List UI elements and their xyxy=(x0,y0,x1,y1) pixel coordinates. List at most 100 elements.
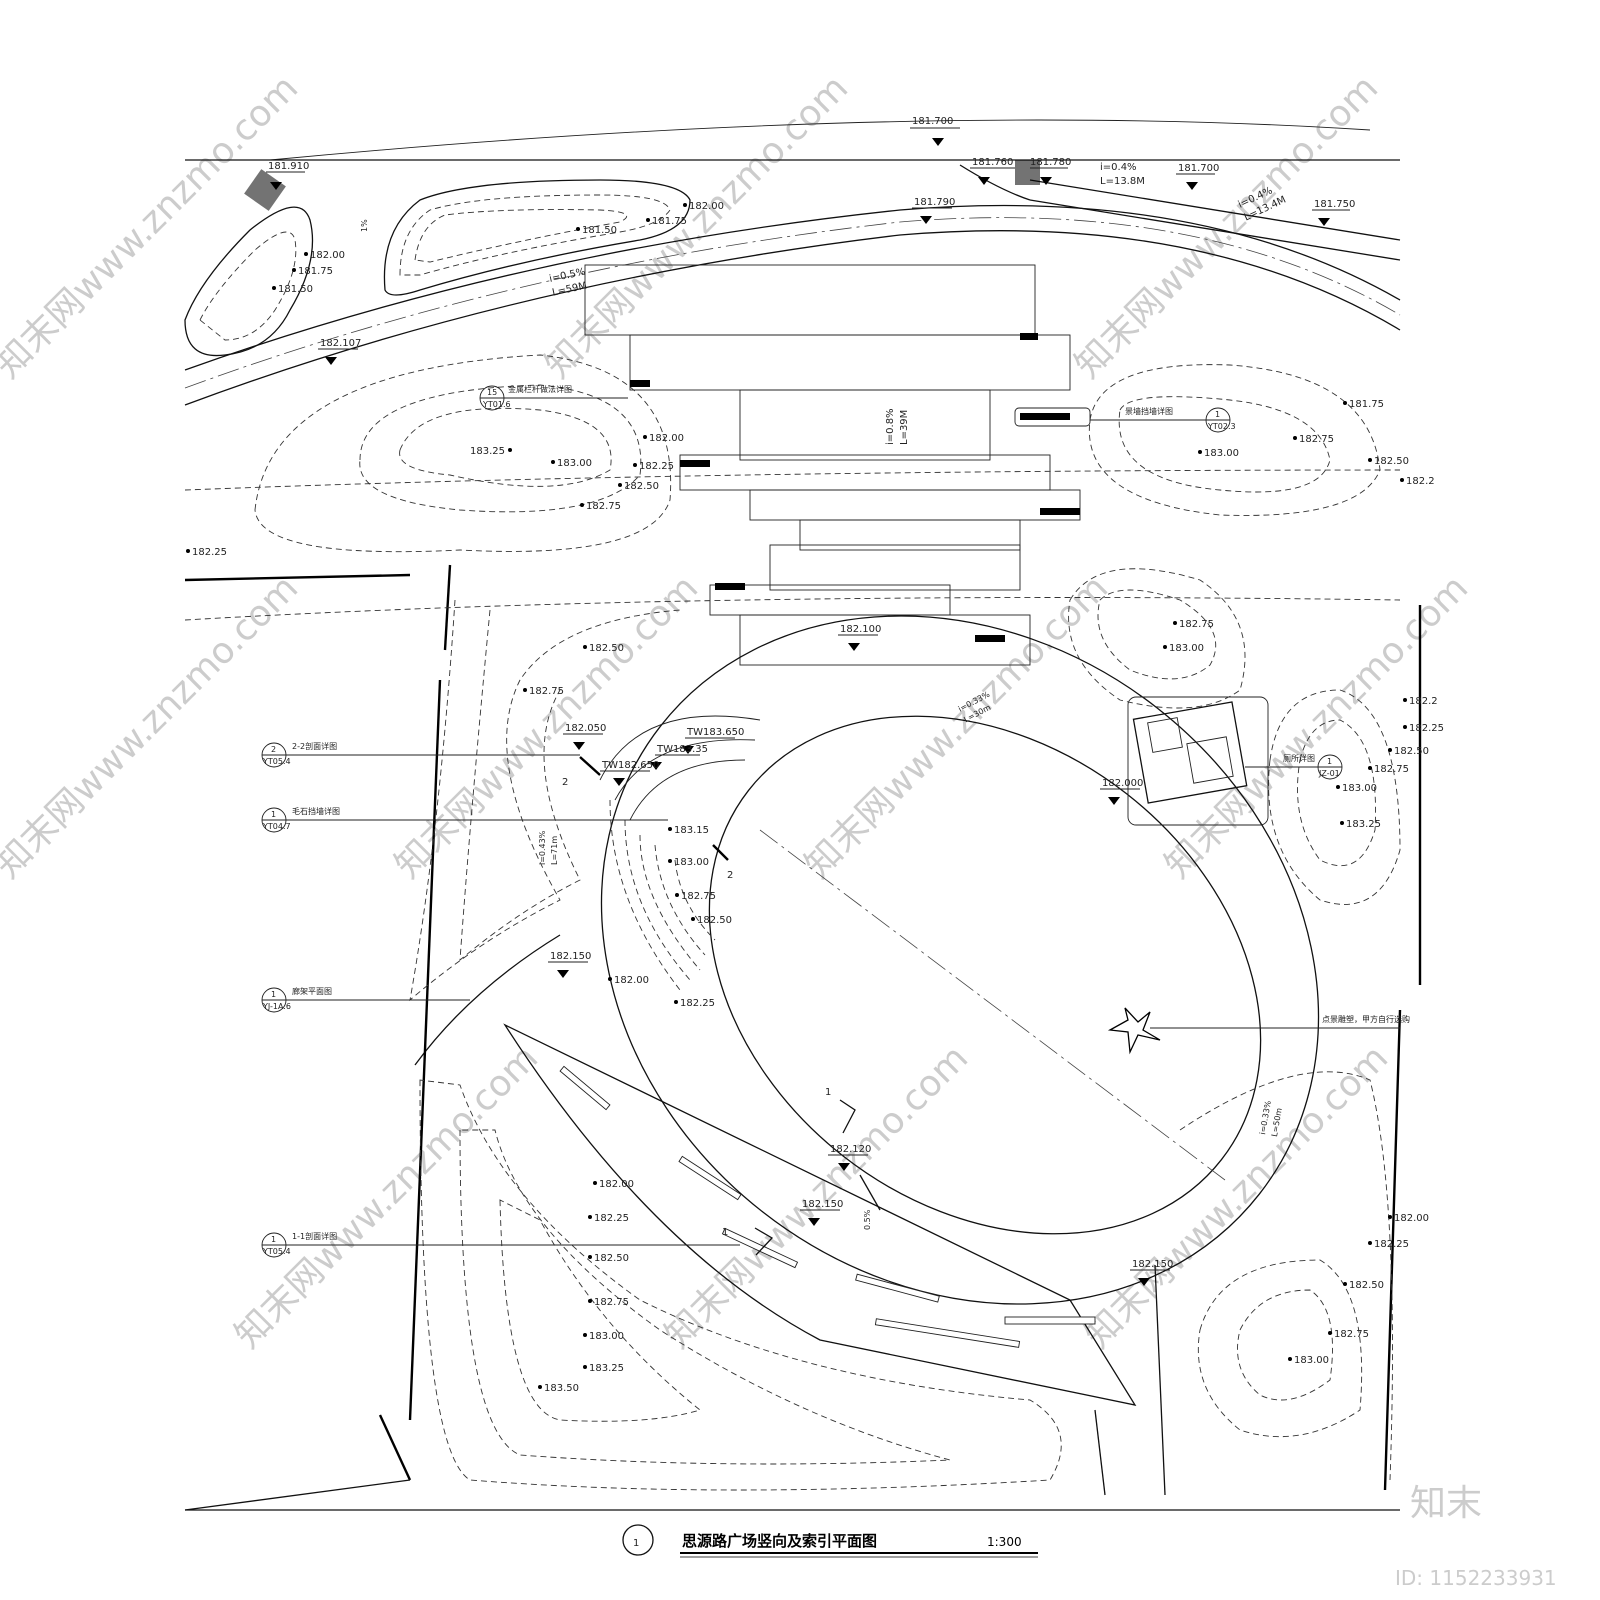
svg-text:景墙挡墙详图: 景墙挡墙详图 xyxy=(1125,406,1173,416)
svg-text:182.75: 182.75 xyxy=(529,686,564,697)
spot-182-75-d: 182.75 xyxy=(1173,619,1214,630)
svg-text:1-1剖面详图: 1-1剖面详图 xyxy=(292,1231,337,1241)
svg-text:2-2剖面详图: 2-2剖面详图 xyxy=(292,741,337,751)
callout-right-1: 1 YT02.3 景墙挡墙详图 xyxy=(1090,406,1236,433)
callout-sculpture: 点景雕塑，甲方自行选购 xyxy=(1150,1014,1410,1029)
elev-181780: 181.780 xyxy=(1030,157,1071,185)
svg-text:182.150: 182.150 xyxy=(1132,1259,1173,1270)
svg-text:182.00: 182.00 xyxy=(1394,1213,1429,1224)
svg-text:182.75: 182.75 xyxy=(594,1297,629,1308)
svg-text:182.25: 182.25 xyxy=(680,998,715,1009)
svg-text:182.00: 182.00 xyxy=(599,1179,634,1190)
svg-text:厕所详图: 厕所详图 xyxy=(1283,753,1315,763)
spot-182-75-e: 182.75 xyxy=(1368,764,1409,775)
sculpture-icon xyxy=(1107,1007,1161,1055)
svg-text:181.700: 181.700 xyxy=(1178,163,1219,174)
svg-text:182.00: 182.00 xyxy=(689,201,724,212)
top-of-wall-labels: TW183.650 TW183.35 TW182.650 xyxy=(600,727,744,786)
callout-toilet: 1 JZ-01 厕所详图 xyxy=(1245,753,1343,780)
svg-text:183.00: 183.00 xyxy=(1342,783,1377,794)
spot-183-00-a: 183.00 xyxy=(551,458,592,469)
elev-182120: 182.120 xyxy=(828,1144,871,1171)
spot-182-50-e: 182.50 xyxy=(691,915,732,926)
spot-181-75-b: 181.75 xyxy=(646,216,687,227)
callout-1-1: 1 YT05.4 1-1剖面详图 xyxy=(261,1231,740,1258)
svg-text:182.50: 182.50 xyxy=(589,643,624,654)
spot-182-00-f: 182.00 xyxy=(1388,1213,1429,1224)
svg-text:L=13.8M: L=13.8M xyxy=(1100,176,1145,187)
spot-182-50-f: 182.50 xyxy=(588,1253,629,1264)
svg-text:15: 15 xyxy=(487,388,497,397)
svg-text:182.2: 182.2 xyxy=(1406,476,1435,487)
svg-text:181.790: 181.790 xyxy=(914,197,955,208)
svg-text:1: 1 xyxy=(1327,757,1332,766)
svg-text:183.25: 183.25 xyxy=(1346,819,1381,830)
svg-text:183.00: 183.00 xyxy=(589,1331,624,1342)
watermark-text: 知末网www.znzmo.com xyxy=(1077,1038,1396,1357)
spot-183-00-e: 183.00 xyxy=(668,857,709,868)
site-boundary xyxy=(184,564,1422,1511)
elev-182150-mid: 182.150 xyxy=(800,1199,843,1226)
svg-text:181.75: 181.75 xyxy=(298,266,333,277)
svg-text:182.50: 182.50 xyxy=(624,481,659,492)
spot-181-50-a: 181.50 xyxy=(272,284,313,295)
spot-182-2-b: 182.2 xyxy=(1403,696,1438,707)
svg-text:YJ-1A.6: YJ-1A.6 xyxy=(262,1002,291,1011)
index-callouts: 15 YT01.6 金属栏杆做法详图 1 YT02.3 景墙挡墙详图 2 YT0… xyxy=(261,384,1410,1258)
spot-182-00-c: 182.00 xyxy=(643,433,684,444)
title-block: 1 思源路广场竖向及索引平面图 1:300 xyxy=(622,1524,1038,1558)
callout-15: 15 YT01.6 金属栏杆做法详图 xyxy=(479,384,628,411)
spot-182-25-c: 182.25 xyxy=(1403,723,1444,734)
svg-text:182.100: 182.100 xyxy=(840,624,881,635)
svg-text:182.00: 182.00 xyxy=(649,433,684,444)
svg-text:182.50: 182.50 xyxy=(1349,1280,1384,1291)
spot-182-50-c: 182.50 xyxy=(1368,456,1409,467)
slope-stair: i=0.8% L=39M xyxy=(885,408,910,445)
svg-text:YT04.7: YT04.7 xyxy=(262,822,291,831)
spot-181-75-c: 181.75 xyxy=(1343,399,1384,410)
svg-text:182.75: 182.75 xyxy=(586,501,621,512)
spot-182-25-a: 182.25 xyxy=(633,461,674,472)
spot-183-25-c: 183.25 xyxy=(583,1363,624,1374)
svg-text:2: 2 xyxy=(562,777,568,788)
slope-oval-left: i=0.43% L=71m xyxy=(538,830,559,865)
watermark-logo: 知末 xyxy=(1410,1483,1482,1524)
tw-182-650: TW182.650 xyxy=(600,760,659,786)
svg-text:i=0.43%: i=0.43% xyxy=(538,830,547,865)
spot-183-15: 183.15 xyxy=(668,825,709,836)
spot-182-00-b: 182.00 xyxy=(683,201,724,212)
svg-text:183.50: 183.50 xyxy=(544,1383,579,1394)
svg-text:182.75: 182.75 xyxy=(1374,764,1409,775)
svg-text:2: 2 xyxy=(727,870,733,881)
title-scale: 1:300 xyxy=(987,1535,1022,1549)
svg-text:183.25: 183.25 xyxy=(470,446,505,457)
svg-text:183.00: 183.00 xyxy=(1294,1355,1329,1366)
svg-text:182.25: 182.25 xyxy=(1374,1239,1409,1250)
svg-text:183.00: 183.00 xyxy=(557,458,592,469)
spot-183-00-b: 183.00 xyxy=(1198,448,1239,459)
svg-text:183.00: 183.00 xyxy=(1169,643,1204,654)
svg-text:TW183.35: TW183.35 xyxy=(656,744,708,755)
svg-text:1: 1 xyxy=(825,1087,831,1098)
spot-182-50-d: 182.50 xyxy=(1388,746,1429,757)
svg-text:毛石挡墙详图: 毛石挡墙详图 xyxy=(292,806,340,816)
svg-text:182.00: 182.00 xyxy=(310,250,345,261)
svg-text:181.700: 181.700 xyxy=(912,116,953,127)
svg-text:182.150: 182.150 xyxy=(550,951,591,962)
svg-text:181.75: 181.75 xyxy=(1349,399,1384,410)
svg-text:点景雕塑，甲方自行选购: 点景雕塑，甲方自行选购 xyxy=(1322,1014,1410,1024)
svg-text:182.00: 182.00 xyxy=(614,975,649,986)
elev-181760: 181.760 xyxy=(970,157,1015,185)
svg-text:182.25: 182.25 xyxy=(594,1213,629,1224)
svg-text:182.25: 182.25 xyxy=(1409,723,1444,734)
spot-182-25-f: 182.25 xyxy=(1368,1239,1409,1250)
svg-text:YT05.4: YT05.4 xyxy=(262,1247,291,1256)
svg-text:i=0.4%: i=0.4% xyxy=(1100,162,1137,173)
spot-183-00-c: 183.00 xyxy=(1163,643,1204,654)
spot-levels: 182.00 181.75 181.50 181.50 181.75 182.0… xyxy=(186,201,1444,1394)
title-number-circle xyxy=(622,1524,654,1556)
svg-text:182.050: 182.050 xyxy=(565,723,606,734)
spot-182-75-h: 182.75 xyxy=(1328,1329,1369,1340)
svg-text:182.75: 182.75 xyxy=(1334,1329,1369,1340)
